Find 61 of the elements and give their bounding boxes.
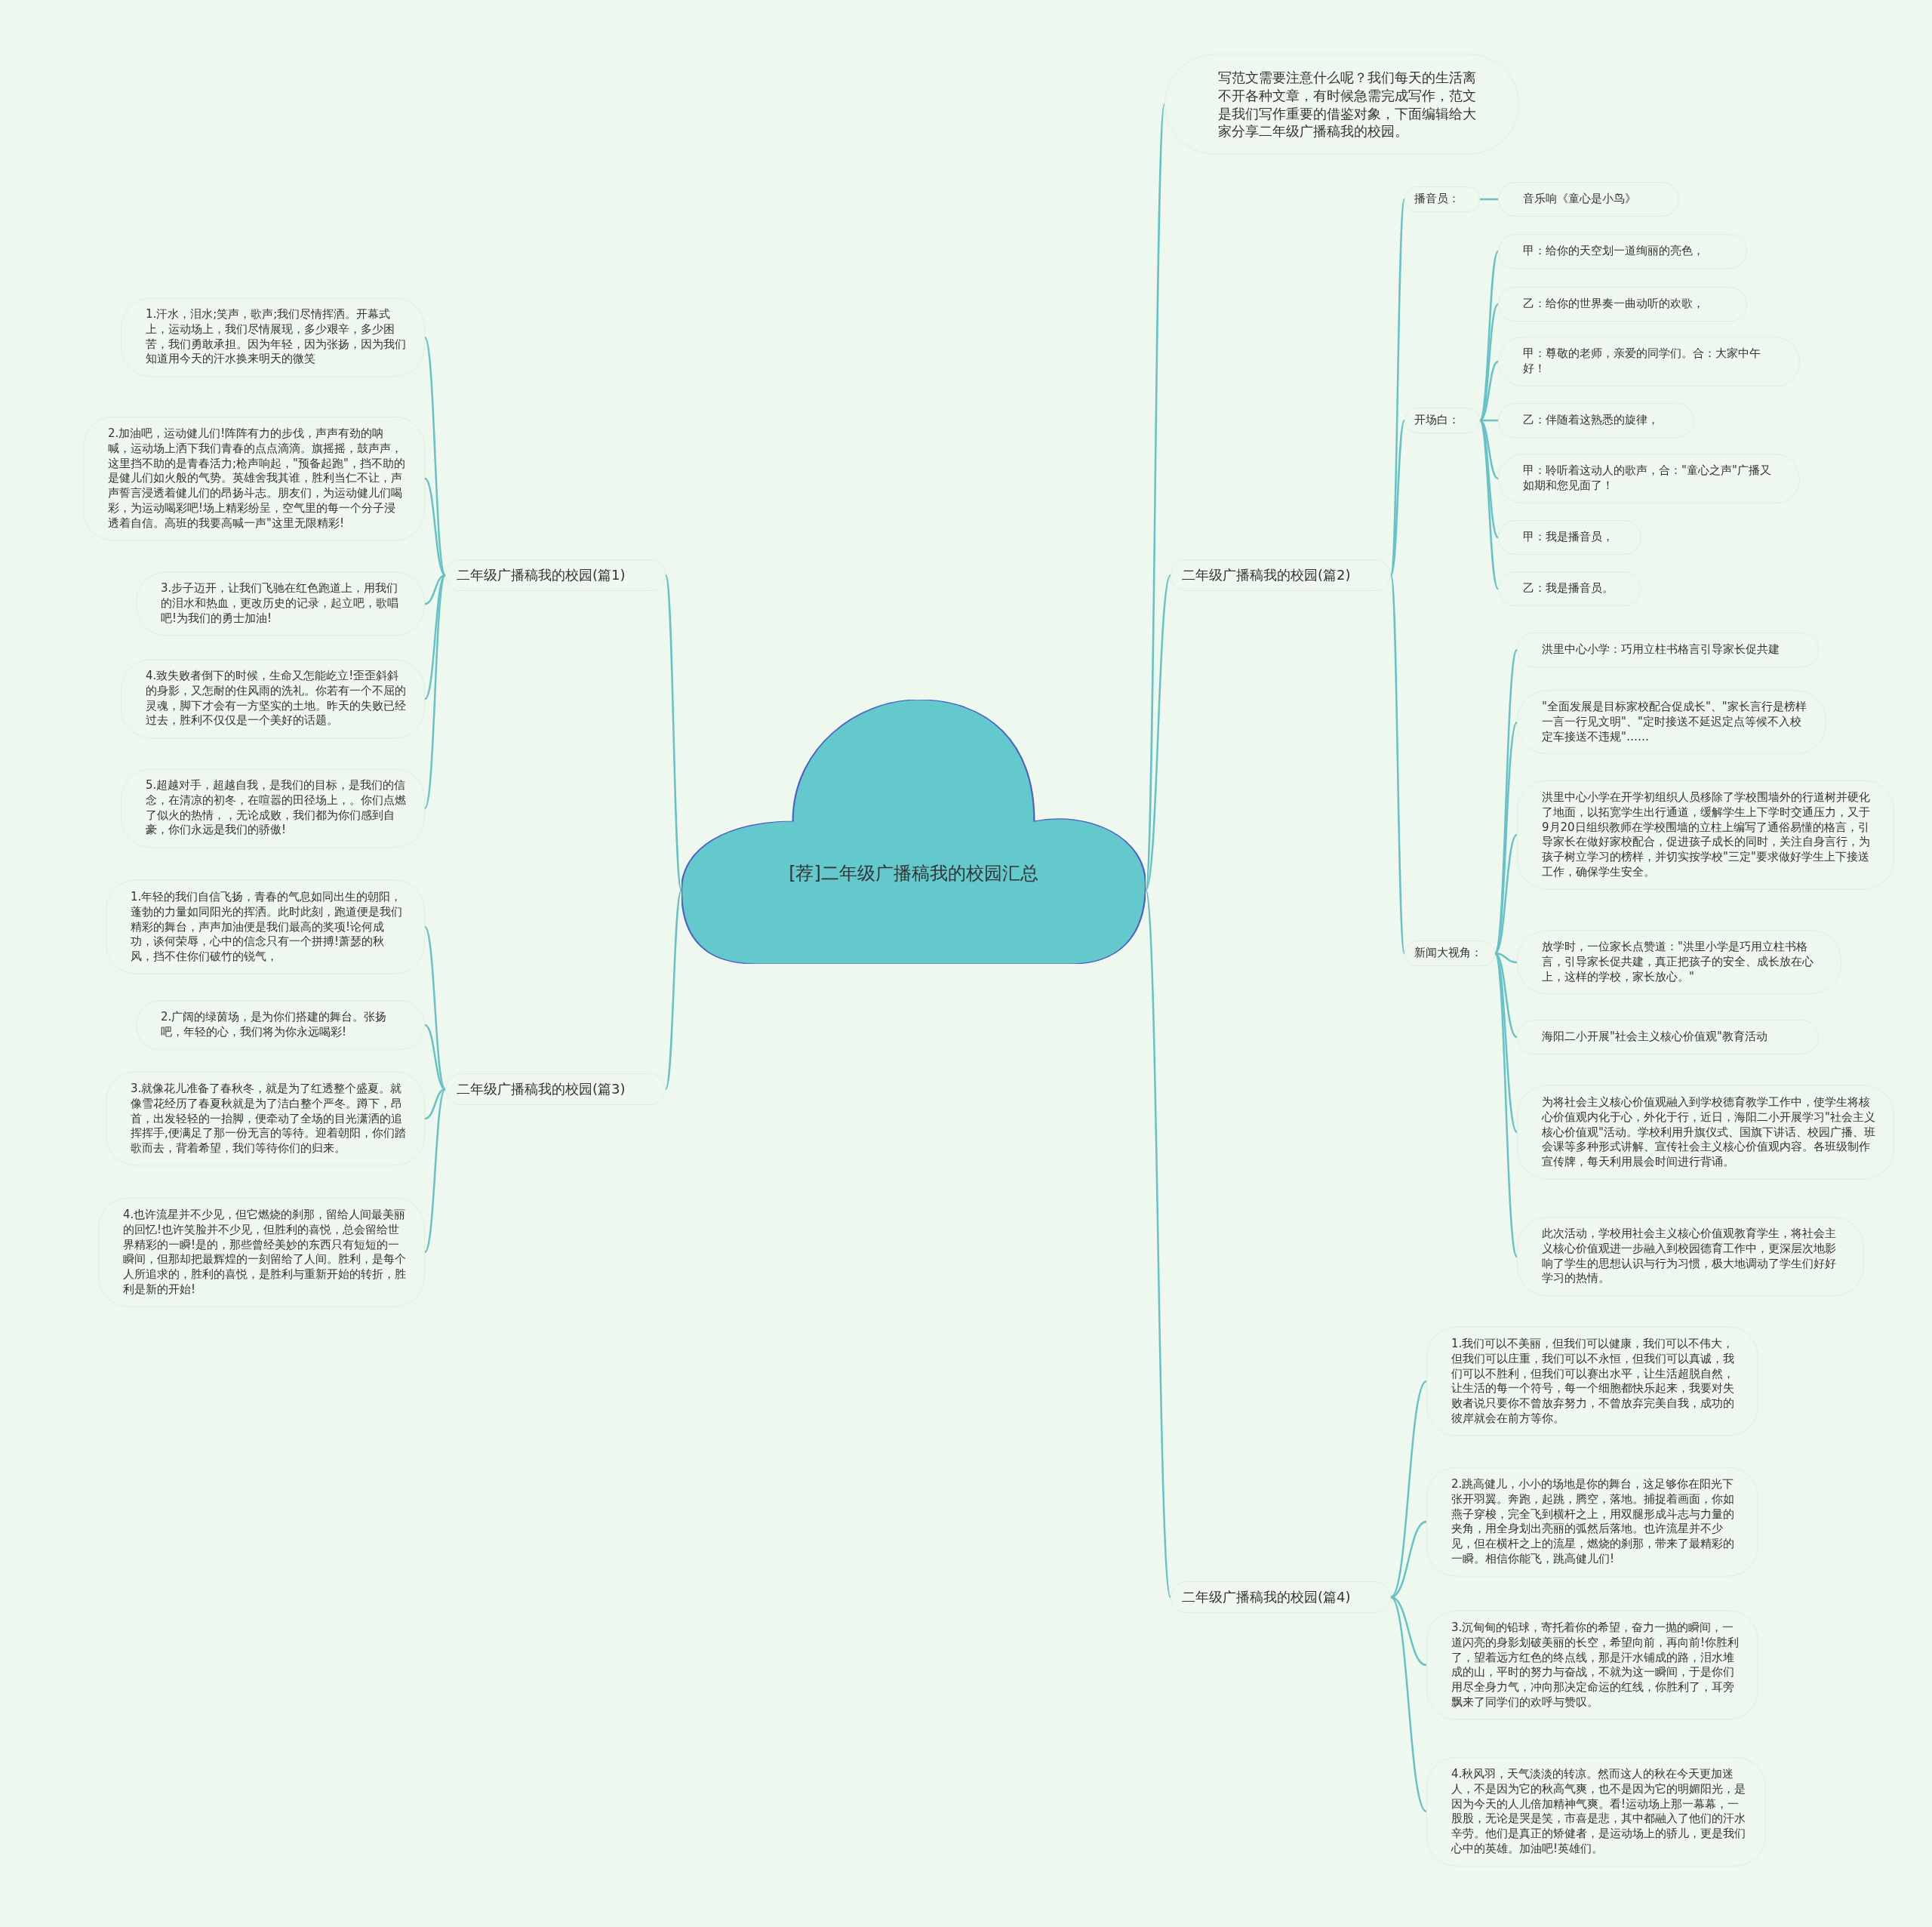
connector-line bbox=[1390, 1520, 1427, 1599]
leaf-note: 4.秋风羽，天气淡淡的转凉。然而这人的秋在今天更加迷人，不是因为它的秋高气爽，也不是因为它的明媚阳光，是因为今天的人儿倍加精神气爽。看!运动场上那一幕幕，一股股，无论是哭是笑，市喜是悲，其中都融入了他们的汗水辛劳。他们是真正的矫健者，是运动场上的骄儿，更是我们心中的英雄。加油吧!英雄们。 bbox=[1426, 1756, 1766, 1867]
branch-topic: 二年级广播稿我的校园(篇3) bbox=[445, 1073, 666, 1105]
central-topic: [荐]二年级广播稿我的校园汇总 bbox=[788, 861, 1039, 885]
connector-line bbox=[424, 1024, 446, 1091]
leaf-note: 3.就像花儿准备了春秋冬，就是为了红透整个盛夏。就像雪花经历了春夏秋就是为了洁白整个严冬。蹲下，昂首，出发轻轻的一抬脚，便牵动了全场的目光潇洒的追挥挥手,便满足了那一份无言的等待。迎着朝阳，你们踏歌而去，背着希望，我们等待你们的归来。 bbox=[106, 1071, 425, 1166]
leaf-note: 洪里中心小学在开学初组织人员移除了学校围墙外的行道树并硬化了地面，以拓宽学生出行通道，缓解学生上下学时交通压力，又于9月20日组织教师在学校围墙的立柱上编写了通俗易懂的格言，引导家长在做好家校配合，促进孩子成长的同时，关注自身言行，为孩子树立学习的榜样，并切实按学校"三定"要求做好学生上下接送工作，确保学生安全。 bbox=[1517, 780, 1894, 890]
branch-topic: 二年级广播稿我的校园(篇1) bbox=[445, 559, 666, 591]
leaf-note: 2.跳高健儿，小小的场地是你的舞台，这足够你在阳光下张开羽翼。奔跑，起跳，腾空，落地。捕捉着画面，你如燕子穿梭，完全飞到横杆之上，用双腿形成斗志与力量的夹角，用全身划出亮丽的弧然后落地。也许流星并不少见，但在横杆之上的流星，燃烧的刹那，带来了最精彩的一瞬。相信你能飞，跳高健儿们! bbox=[1426, 1467, 1758, 1577]
leaf-note: 3.沉甸甸的铅球，寄托着你的希望，奋力一抛的瞬间，一道闪亮的身影划破美丽的长空，希望向前，再向前!你胜利了，望着远方红色的终点线，那是汗水铺成的路，泪水堆成的山，平时的努力与奋战，不就为这一瞬间，于是你们用尽全身力气，冲向那决定命运的红线，你胜利了，耳旁飘来了同学们的欢呼与赞叹。 bbox=[1426, 1610, 1758, 1720]
leaf-note: 甲：给你的天空划一道绚丽的亮色， bbox=[1498, 234, 1747, 269]
leaf-note: "全面发展是目标家校配合促成长"、"家长言行是榜样一言一行见文明"、"定时接送不延迟定点等候不入校定车接送不违规"…… bbox=[1517, 690, 1826, 755]
connector-line bbox=[1389, 574, 1406, 954]
leaf-note: 1.我们可以不美丽，但我们可以健康，我们可以不伟大，但我们可以庄重，我们可以不永恒，但我们可以真诚，我们可以不胜利，但我们可以赛出水平，让生活超脱自然，让生活的每一个符号，每一个细胞都快乐起来，我要对失败者说只要你不曾放弃努力，不曾放弃完美自我，成功的彼岸就会在前方等你。 bbox=[1426, 1326, 1758, 1436]
leaf-note: 甲：聆听着这动人的歌声，合："童心之声"广播又如期和您见面了！ bbox=[1498, 454, 1800, 503]
connector-line bbox=[1478, 420, 1500, 589]
leaf-note: 乙：我是播音员。 bbox=[1498, 571, 1641, 606]
leaf-note: 3.步子迈开，让我们飞驰在红色跑道上，用我们的泪水和热血，更改历史的记录，起立吧，歌唱吧!为我们的勇士加油! bbox=[136, 571, 425, 636]
leaf-note: 此次活动，学校用社会主义核心价值观教育学生，将社会主义核心价值观进一步融入到校园德育工作中，更深层次地影响了学生的思想认识与行为习惯，极大地调动了学生们好好学习的热情。 bbox=[1517, 1217, 1864, 1297]
leaf-note: 1.年轻的我们自信飞扬，青春的气息如同出生的朝阳，蓬勃的力量如同阳光的挥洒。此时此刻，跑道便是我们精彩的舞台，声声加油便是我们最高的奖项!论何成功，谈何荣辱，心中的信念只有一个拼搏!萧瑟的秋风，挡不住你们破竹的锐气， bbox=[106, 879, 425, 974]
leaf-note: 5.超越对手，超越自我，是我们的目标，是我们的信念，在清凉的初冬，在喧嚣的田径场上，。你们点燃了似火的热情，，无论成败，我们都为你们感到自豪，你们永远是我们的骄傲! bbox=[121, 768, 425, 848]
connector-line bbox=[1480, 198, 1498, 201]
connector-line bbox=[1494, 952, 1518, 964]
connector-line bbox=[423, 574, 447, 809]
subtopic-label: 播音员： bbox=[1404, 186, 1480, 212]
connector-line bbox=[1389, 199, 1406, 576]
subtopic-label: 开场白： bbox=[1404, 408, 1480, 433]
subtopic-label: 新闻大视角： bbox=[1404, 940, 1495, 966]
leaf-note: 2.广阔的绿茵场，是为你们搭建的舞台。张扬吧，年轻的心，我们将为你永远喝彩! bbox=[136, 1000, 425, 1050]
connector-line bbox=[1494, 834, 1518, 954]
connector-line bbox=[1390, 1596, 1427, 1667]
leaf-note: 4.也许流星并不少见，但它燃烧的刹那，留给人间最美丽的回忆!也许笑脸并不少见，但胜利的喜悦，总会留给世界精彩的一瞬!是的，那些曾经美妙的东西只有短短的一瞬间，但那却把最辉煌的一刻留给了人间。胜利，是每个人所追求的，胜利的喜悦，是胜利与重新开始的转折，胜利是新的开始! bbox=[98, 1197, 425, 1307]
connector-line bbox=[1480, 419, 1498, 422]
connector-line bbox=[423, 337, 447, 576]
leaf-note: 为将社会主义核心价值观融入到学校德育教学工作中，使学生将核心价值观内化于心，外化于行，近日，海阳二小开展学习"社会主义核心价值观"活动。学校利用升旗仪式、国旗下讲话、校园广播、班会课等多种形式讲解、宣传社会主义核心价值观内容。各班级制作宣传牌，每天利用晨会时间进行背诵。 bbox=[1517, 1085, 1894, 1180]
leaf-note: 甲：尊敬的老师，亲爱的同学们。合：大家中午好！ bbox=[1498, 337, 1800, 386]
leaf-note: 1.汗水，泪水;笑声，歌声;我们尽情挥洒。开幕式上，运动场上，我们尽情展现，多少艰辛，多少困苦，我们勇敢承担。因为年轻，因为张扬，因为我们知道用今天的汗水换来明天的微笑 bbox=[121, 297, 425, 377]
leaf-note: 甲：我是播音员， bbox=[1498, 520, 1641, 555]
connector-line bbox=[1494, 953, 1518, 1257]
leaf-note: 音乐响《童心是小鸟》 bbox=[1498, 182, 1679, 217]
connector-line bbox=[424, 574, 446, 605]
connector-line bbox=[424, 478, 446, 576]
connector-line bbox=[1390, 1381, 1427, 1598]
connector-line bbox=[424, 1088, 446, 1253]
intro-note: 写范文需要注意什么呢？我们每天的生活离不开各种文章，有时候急需完成写作，范文是我们写作重要的借鉴对象，下面编辑给大家分享二年级广播稿我的校园。 bbox=[1164, 54, 1519, 155]
leaf-note: 放学时，一位家长点赞道："洪里小学是巧用立柱书格言，引导家长促共建，真正把孩子的安全、成长放在心上，这样的学校，家长放心。" bbox=[1517, 930, 1841, 995]
connector-line bbox=[1478, 251, 1500, 421]
leaf-note: 乙：伴随着这熟悉的旋律， bbox=[1498, 403, 1694, 438]
connector-line bbox=[1390, 1596, 1427, 1812]
connector-line bbox=[424, 574, 446, 700]
leaf-note: 4.致失败者倒下的时候，生命又怎能屹立!歪歪斜斜的身影，又怎耐的住风雨的洗礼。你若有一个不屈的灵魂，脚下才会有一方坚实的土地。昨天的失败已经过去，胜利不仅仅是一个美好的话题。 bbox=[121, 659, 425, 739]
leaf-note: 洪里中心小学：巧用立柱书格言引导家长促共建 bbox=[1517, 633, 1819, 667]
connector-line bbox=[664, 574, 683, 891]
connector-line bbox=[424, 926, 446, 1090]
branch-topic: 二年级广播稿我的校园(篇4) bbox=[1171, 1581, 1391, 1613]
branch-topic: 二年级广播稿我的校园(篇2) bbox=[1171, 559, 1391, 591]
connector-line bbox=[1389, 420, 1406, 576]
leaf-note: 海阳二小开展"社会主义核心价值观"教育活动 bbox=[1517, 1020, 1819, 1054]
leaf-note: 2.加油吧，运动健儿们!阵阵有力的步伐，声声有劲的呐喊，运动场上洒下我们青春的点点滴滴。旗摇摇，鼓声声，这里挡不助的是青春活力;枪声响起，"预备起跑"，挡不助的是健儿们如火般的气势。英雄舍我其谁，胜利当仁不让，声声誓言浸透着健儿们的昂扬斗志。朋友们，为运动健儿们喝彩，为运动喝彩吧!场上精彩纷呈，空气里的每一个分子浸透着自信。高班的我要高喊一声"这里无限精彩! bbox=[83, 416, 425, 541]
leaf-note: 乙：给你的世界奏一曲动听的欢歌， bbox=[1498, 287, 1747, 322]
connector-line bbox=[424, 1088, 446, 1120]
